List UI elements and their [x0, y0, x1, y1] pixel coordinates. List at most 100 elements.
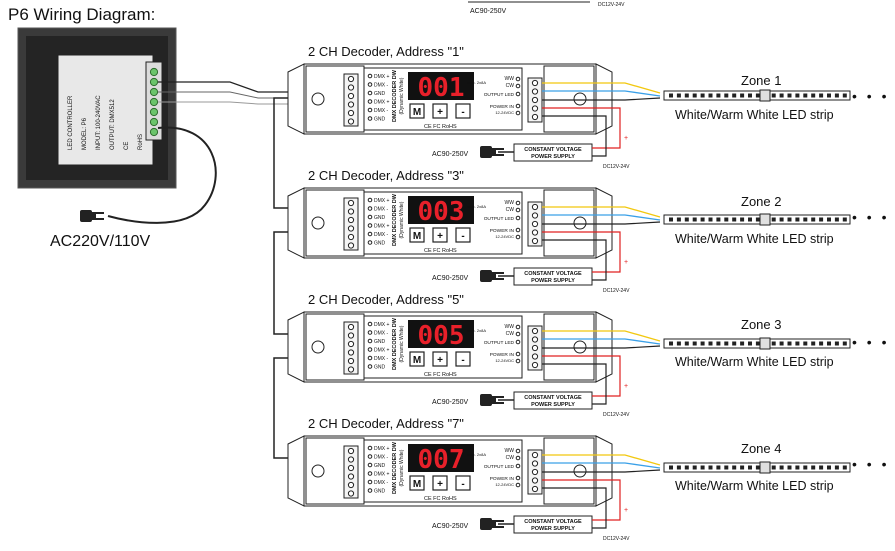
led-chip [669, 93, 673, 98]
output-terminal-screw [531, 79, 539, 87]
output-led-label: OUTPUT LED [484, 92, 515, 98]
decoder-model-text: DMX DECODER DW [392, 193, 398, 246]
decoder-model-sub: (Dynamic White) [399, 449, 405, 486]
power-supply-line1: CONSTANT VOLTAGE [524, 395, 582, 401]
led-chip [787, 341, 792, 346]
decoder-led-display [408, 72, 474, 100]
decoder-mount-hole [573, 92, 587, 106]
dmx-pin-marker [367, 107, 373, 113]
wire-cw [542, 462, 661, 469]
strip-continuation-1: • • • [852, 88, 890, 104]
power-supply-line2: POWER SUPPLY [531, 278, 575, 284]
input-terminal-screw [347, 473, 355, 480]
led-chip [700, 217, 705, 222]
dmx-pin-label: DMX - [374, 207, 389, 213]
led-chip [684, 93, 689, 98]
led-chip [795, 217, 800, 222]
led-chip [779, 217, 784, 222]
decoder-button-label: - [461, 107, 464, 118]
led-chip [692, 465, 697, 470]
psu-plug [480, 270, 504, 282]
decoder-mount-hole [311, 340, 325, 354]
output-terminal-screw [531, 485, 539, 493]
controller-label-text: LED CONTROLLER [68, 95, 74, 150]
led-chip [700, 93, 705, 98]
output-led-label: OUTPUT LED [484, 340, 515, 346]
decoder-button-label: + [437, 231, 443, 242]
output-terminal-screw [531, 212, 539, 219]
led-chip [803, 341, 808, 346]
decoder-model-text: DMX DECODER DW [392, 69, 398, 122]
decoder-input-terminal [343, 321, 359, 375]
dmx-pin-label: DMX - [374, 455, 389, 461]
decoder-input-terminal [343, 73, 359, 127]
cut-off-ac-label: AC90-250V [470, 8, 507, 15]
decoder-button [432, 475, 448, 491]
decoder-model-sub: (Dynamic White) [399, 325, 405, 362]
decoder-button-label: + [437, 355, 443, 366]
decoder-display-digits: 007 [418, 445, 465, 475]
decoder-cert-text: CE FC RoHS [424, 372, 457, 378]
led-chip [811, 217, 816, 222]
strip-label-2: White/Warm White LED strip [675, 232, 834, 246]
dmx-pin-label: GND [374, 241, 386, 247]
plug-body [480, 518, 492, 530]
output-terminal-screw [531, 96, 539, 104]
max-current-label: max. 2x8A [467, 328, 486, 333]
ac-input-label: AC90-250V [432, 399, 469, 406]
dc-output-label: DC12V-24V [603, 288, 630, 294]
power-spec-label: 12-24VDC [495, 110, 514, 115]
input-terminal-screw [347, 199, 355, 207]
output-terminal-screw [531, 451, 539, 459]
dmx-pin-label: GND [374, 91, 386, 97]
dmx-pin-marker [367, 197, 373, 203]
decoder-mount-hole [573, 340, 587, 354]
decoder-display-digits: 001 [418, 73, 465, 103]
dc-output-label: DC12V-24V [603, 412, 630, 418]
plug-neck [492, 148, 496, 156]
power-spec-label: 12-24VDC [495, 482, 514, 487]
dmx-pin-label: GND [374, 117, 386, 123]
decoder-model-sub: (Dynamic White) [399, 77, 405, 114]
input-terminal-screw [347, 490, 355, 497]
led-chip [740, 217, 745, 222]
power-in-label: POWER IN [490, 104, 515, 110]
dmx-pin-marker [367, 321, 373, 327]
dc-plus-sign: + [624, 507, 628, 514]
dmx-pin-marker [367, 462, 373, 468]
decoder-button-label: + [437, 479, 443, 490]
terminal-screw [149, 67, 159, 77]
dmx-pin-label: DMX - [374, 331, 389, 337]
dc-negative-wire [542, 363, 607, 405]
decoder-mount-hole [311, 92, 325, 106]
input-terminal-screw [347, 332, 355, 339]
input-terminal-screw [347, 84, 355, 91]
ww-label: WW [505, 200, 515, 206]
led-chip [669, 217, 673, 222]
led-chip [724, 217, 729, 222]
decoder-button-label: M [413, 479, 421, 490]
input-terminal-screw [347, 75, 355, 83]
led-chip [842, 217, 847, 222]
wire-common [542, 97, 661, 101]
dmx-pin-marker [367, 454, 373, 459]
dmx-pin-label: DMX + [374, 74, 390, 80]
led-chip [755, 217, 760, 222]
strip-cut-marker [759, 89, 771, 102]
decoder-input-terminal [343, 445, 359, 499]
output-pin-marker [515, 351, 521, 357]
decoder-model-text: DMX DECODER DW [392, 441, 398, 494]
dmx-pin-marker [367, 231, 373, 237]
led-chip [834, 465, 839, 470]
decoder-cert-text: CE FC RoHS [424, 496, 457, 502]
led-chip [827, 465, 831, 470]
led-chip [732, 217, 737, 222]
output-pin-marker [515, 331, 521, 337]
decoder-button [455, 103, 471, 119]
decoder-button-label: - [461, 231, 464, 242]
output-led-label: OUTPUT LED [484, 216, 515, 222]
led-chip [692, 93, 697, 98]
decoder-mount-right [595, 63, 613, 135]
decoder-output-section [543, 65, 595, 133]
decoder-display-digits: 003 [418, 197, 465, 227]
